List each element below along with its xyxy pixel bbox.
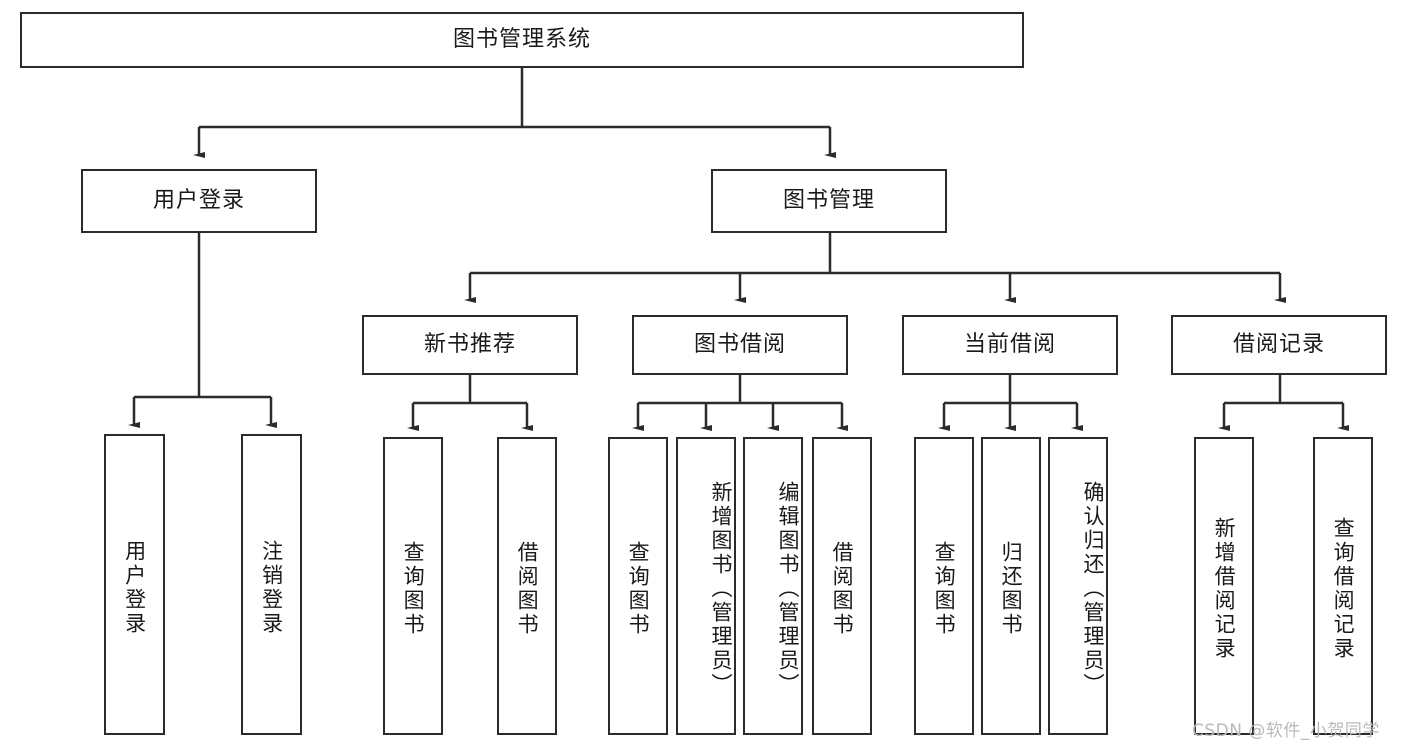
node-label: 借阅图书	[515, 541, 540, 637]
node-book-management[interactable]: 图书管理	[711, 169, 947, 233]
node-label: 图书借阅	[693, 331, 786, 357]
leaf-borrow-record-query-record[interactable]: 查询借阅记录	[1313, 437, 1373, 735]
node-book-borrow[interactable]: 图书借阅	[632, 315, 848, 375]
node-label: 借阅图书	[830, 541, 855, 637]
leaf-new-book-borrow-book[interactable]: 借阅图书	[497, 437, 557, 735]
node-current-borrow[interactable]: 当前借阅	[902, 315, 1118, 375]
node-label: 借阅记录	[1232, 331, 1325, 357]
node-label: 用户登录	[152, 187, 245, 213]
node-label: 新书推荐	[423, 331, 516, 357]
node-label: 图书管理	[782, 187, 875, 213]
node-label: 图书管理系统	[452, 26, 591, 52]
leaf-current-borrow-query-book[interactable]: 查询图书	[914, 437, 974, 735]
leaf-new-book-query-book[interactable]: 查询图书	[383, 437, 443, 735]
leaf-current-borrow-return-book[interactable]: 归还图书	[981, 437, 1041, 735]
node-label: 查询图书	[626, 541, 651, 637]
leaf-book-borrow-borrow-book[interactable]: 借阅图书	[812, 437, 872, 735]
node-label: 编辑图书（管理员）	[776, 481, 800, 697]
node-label: 确认归还（管理员）	[1081, 481, 1105, 697]
leaf-user-login-logout[interactable]: 注销登录	[241, 434, 302, 735]
node-borrow-record[interactable]: 借阅记录	[1171, 315, 1387, 375]
leaf-book-borrow-query-book[interactable]: 查询图书	[608, 437, 668, 735]
node-user-login[interactable]: 用户登录	[81, 169, 317, 233]
node-label: 新增借阅记录	[1212, 517, 1237, 661]
watermark-csdn: CSDN @软件_小贺同学	[1192, 721, 1380, 741]
leaf-book-borrow-edit-book-admin[interactable]: 编辑图书（管理员）	[743, 437, 803, 735]
node-label: 注销登录	[259, 539, 284, 636]
leaf-book-borrow-add-book-admin[interactable]: 新增图书（管理员）	[676, 437, 736, 735]
node-label: 查询图书	[401, 541, 426, 637]
node-label: 查询借阅记录	[1331, 517, 1356, 661]
node-label: 新增图书（管理员）	[709, 481, 733, 697]
leaf-user-login-login[interactable]: 用户登录	[104, 434, 165, 735]
node-label: 归还图书	[999, 541, 1024, 637]
leaf-current-borrow-confirm-return-admin[interactable]: 确认归还（管理员）	[1048, 437, 1108, 735]
node-label: 查询图书	[932, 541, 957, 637]
node-label: 用户登录	[122, 539, 147, 636]
node-root-book-management-system[interactable]: 图书管理系统	[20, 12, 1024, 68]
node-label: 当前借阅	[963, 331, 1056, 357]
leaf-borrow-record-add-record[interactable]: 新增借阅记录	[1194, 437, 1254, 735]
node-new-book-recommend[interactable]: 新书推荐	[362, 315, 578, 375]
